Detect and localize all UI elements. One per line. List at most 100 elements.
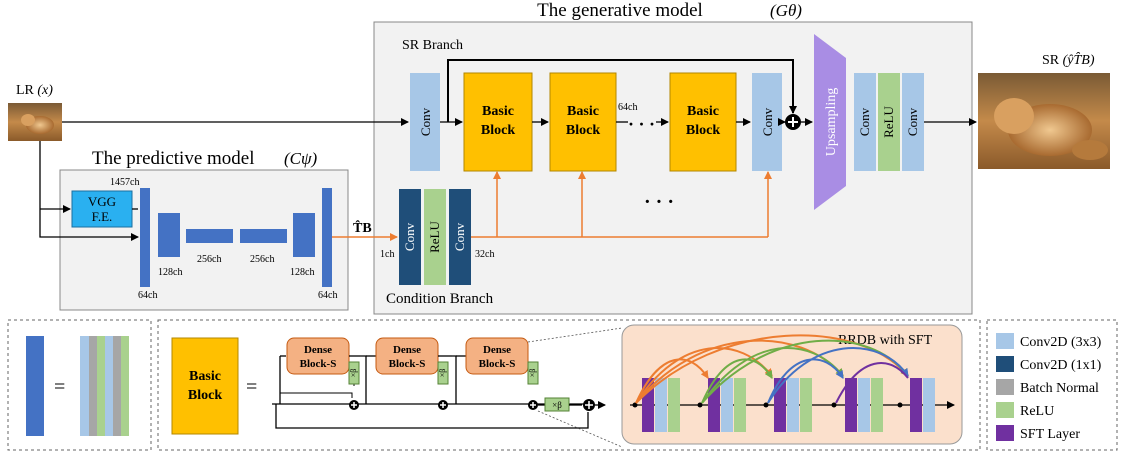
predictive-model-title: The predictive model xyxy=(92,148,255,169)
basic-block-3-l2: Block xyxy=(686,123,720,138)
vgg-label: VGG xyxy=(88,194,116,209)
rrdb-dense-arcs xyxy=(635,334,909,404)
channel-32: 32ch xyxy=(475,249,494,260)
final-relu xyxy=(878,73,900,171)
generative-model-symbol: (Gθ) xyxy=(770,1,802,20)
beta-2-label: ×β xyxy=(438,369,447,378)
legend-swatch-2 xyxy=(996,379,1014,395)
rrdb-title: RRDB with SFT xyxy=(838,333,933,348)
dense-2-to-main xyxy=(452,355,457,404)
sr-image xyxy=(978,73,1110,169)
final-conv-b-label: Conv xyxy=(905,107,920,136)
beta-3 xyxy=(527,361,539,385)
legend-swatch-1 xyxy=(996,356,1014,372)
condition-branch-label: Condition Branch xyxy=(386,291,494,307)
encoder-bar-64a xyxy=(140,188,150,287)
basic-block-2-l1: Basic xyxy=(567,104,599,119)
legend-box xyxy=(986,319,1118,451)
channel-128b: 128ch xyxy=(290,267,314,278)
tb-label: T̂B xyxy=(353,219,372,236)
channel-256a: 256ch xyxy=(197,254,221,265)
sr-conv-first xyxy=(410,73,440,171)
basic-block-2 xyxy=(549,72,617,172)
dense-block-2-l2: Block-S xyxy=(389,358,426,370)
lr-image xyxy=(8,103,62,141)
basic-block-legend xyxy=(171,337,239,435)
dense-1-to-main xyxy=(360,355,367,404)
legend-swatch-0 xyxy=(996,333,1014,349)
final-conv-a xyxy=(854,73,876,171)
fe-label: F.E. xyxy=(92,209,113,224)
channel-1457: 1457ch xyxy=(110,177,139,188)
bar-equals: = xyxy=(54,376,65,398)
rrdb-stack-5 xyxy=(910,378,935,432)
basic-block-1-l2: Block xyxy=(481,123,515,138)
beta-2 xyxy=(437,361,449,385)
upsampling-label: Upsampling xyxy=(824,88,839,156)
final-conv-a-label: Conv xyxy=(857,107,872,136)
sr-dots: · · · xyxy=(628,114,655,134)
predictive-model-symbol: (Cψ) xyxy=(284,149,318,168)
encoder-bar-128b xyxy=(293,213,315,257)
legend: Conv2D (3x3)Conv2D (1x1)Batch NormalReLU… xyxy=(996,333,1102,442)
cond-relu-label: ReLU xyxy=(427,221,442,253)
cond-conv1x1-a xyxy=(399,189,421,285)
channel-128a: 128ch xyxy=(158,267,182,278)
rrdb-stack-3 xyxy=(774,378,812,432)
dense-block-3-l2: Block-S xyxy=(479,358,516,370)
rrdb-nodes xyxy=(632,402,903,408)
legend-swatch-3 xyxy=(996,402,1014,418)
encoder-bar-128a xyxy=(158,213,180,257)
rrdb-stack-1 xyxy=(642,378,680,432)
cond-conv1x1-b xyxy=(449,189,471,285)
basic-block-equals: = xyxy=(246,376,257,398)
basic-block-2-l2: Block xyxy=(566,123,600,138)
upsampling-block xyxy=(814,34,846,210)
sr-branch-label: SR Branch xyxy=(402,38,463,53)
sr-label: SR (ŷT̂B) xyxy=(1042,52,1095,68)
lr-to-predictive-line xyxy=(39,141,139,241)
bar-equation-box xyxy=(7,319,152,451)
final-conv-b xyxy=(902,73,924,171)
channel-64-sr: 64ch xyxy=(618,102,637,113)
lr-label: LR (x) xyxy=(16,83,53,98)
encoder-bar-256b xyxy=(240,229,287,243)
dense-block-3-l1: Dense xyxy=(483,344,511,356)
legend-label-3: ReLU xyxy=(1020,404,1054,419)
channel-64b: 64ch xyxy=(318,290,337,301)
bar-icon xyxy=(26,336,44,436)
dense-block-1-l1: Dense xyxy=(304,344,332,356)
beta-1-label: ×β xyxy=(349,369,358,378)
cond-dots: · · · xyxy=(644,191,674,213)
encoder-bar-64b xyxy=(322,188,332,287)
beta-3-label: ×β xyxy=(528,369,537,378)
basic-block-detail-box xyxy=(157,319,981,451)
rrdb-stack-4 xyxy=(845,378,883,432)
sr-conv-first-label: Conv xyxy=(418,107,433,136)
encoder-bar-256a xyxy=(186,229,233,243)
cond-conv1-label: Conv xyxy=(402,222,417,251)
channel-64a: 64ch xyxy=(138,290,157,301)
basic-block-legend-l2: Block xyxy=(188,388,222,403)
bar-stack xyxy=(80,336,129,436)
sr-conv-last-label: Conv xyxy=(760,107,775,136)
legend-label-2: Batch Normal xyxy=(1020,381,1099,396)
sr-conv-last xyxy=(752,73,782,171)
basic-block-3-l1: Basic xyxy=(687,104,719,119)
basic-block-3 xyxy=(669,72,737,172)
zoom-line-top xyxy=(527,327,623,343)
channel-256b: 256ch xyxy=(250,254,274,265)
basic-block-legend-l1: Basic xyxy=(189,369,221,384)
dense-group-1 xyxy=(279,355,353,404)
basic-block-1-l1: Basic xyxy=(482,104,514,119)
dense-block-1-l2: Block-S xyxy=(300,358,337,370)
dense-block-2-l1: Dense xyxy=(393,344,421,356)
dense-block-3 xyxy=(465,337,529,375)
legend-swatch-4 xyxy=(996,425,1014,441)
zoom-line-bottom xyxy=(537,410,623,448)
global-skip-line xyxy=(447,59,797,122)
legend-label-4: SFT Layer xyxy=(1020,427,1080,442)
channel-1: 1ch xyxy=(380,249,394,260)
rrdb-outer-skip xyxy=(275,404,589,429)
